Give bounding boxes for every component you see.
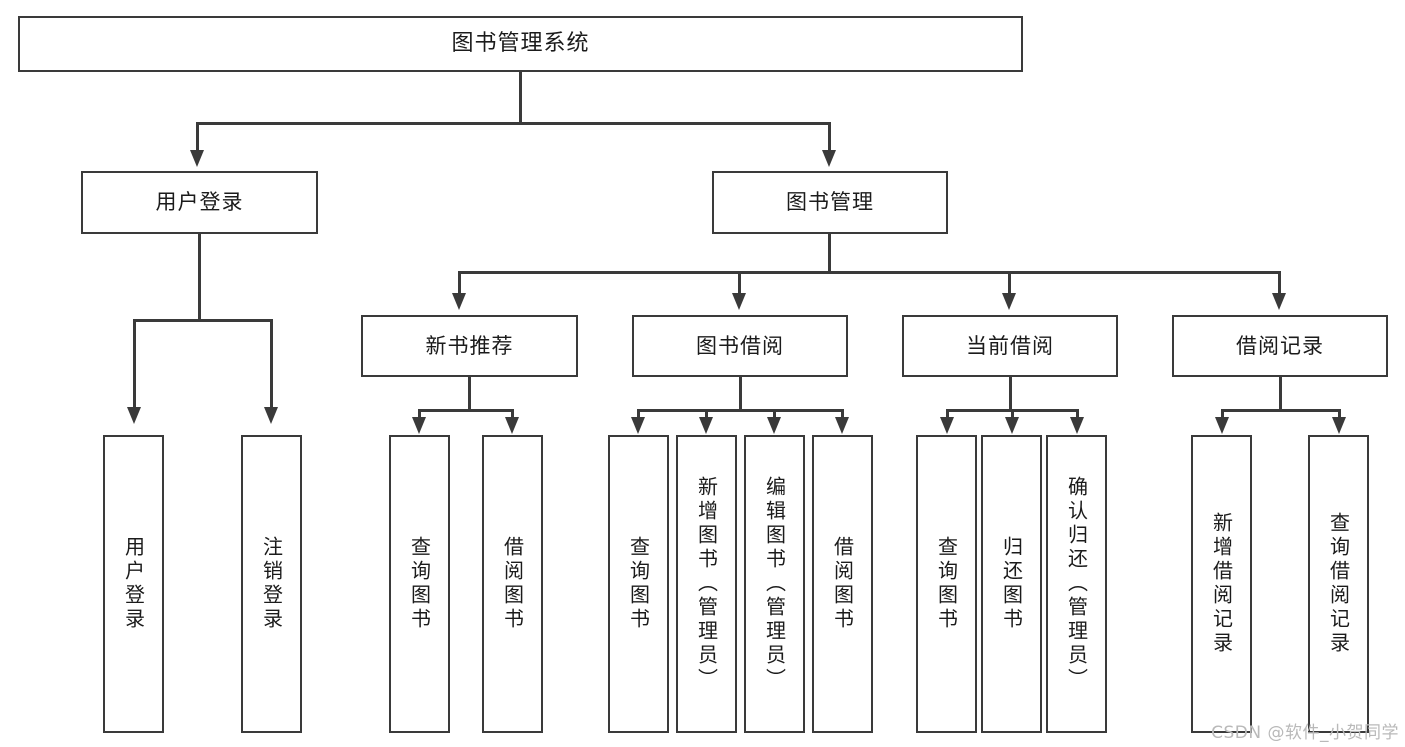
node-label: 新书推荐 [425, 333, 514, 358]
node-label: 借阅图书 [830, 536, 855, 632]
node-borrow-records[interactable]: 借阅记录 [1172, 315, 1388, 377]
node-new-book-recommend[interactable]: 新书推荐 [361, 315, 578, 377]
node-label: 确认归还（管理员） [1064, 476, 1089, 692]
connector-to-borrow-records [1278, 271, 1281, 295]
node-leaf-add-borrow-record[interactable]: 新增借阅记录 [1191, 435, 1252, 733]
node-label: 查询图书 [626, 536, 651, 632]
connector-level1-bar [196, 122, 830, 125]
arrowhead-to-borrow-records [1272, 293, 1286, 310]
connector-borrow-records-drop-1 [1221, 409, 1224, 419]
node-leaf-query-book-current[interactable]: 查询图书 [916, 435, 977, 733]
arrowhead-borrow-records-2 [1332, 417, 1346, 434]
arrowhead-book-borrow-1 [631, 417, 645, 434]
node-leaf-confirm-return-admin[interactable]: 确认归还（管理员） [1046, 435, 1107, 733]
connector-new-book-drop-2 [511, 409, 514, 419]
node-leaf-query-borrow-record[interactable]: 查询借阅记录 [1308, 435, 1369, 733]
arrowhead-to-new-book [452, 293, 466, 310]
connector-new-book-drop-1 [418, 409, 421, 419]
node-label: 用户登录 [121, 536, 146, 632]
connector-to-new-book [458, 271, 461, 295]
node-label: 查询借阅记录 [1326, 512, 1351, 656]
arrowhead-user-login-2 [264, 407, 278, 424]
connector-current-borrow-drop-1 [946, 409, 949, 419]
node-label: 图书管理 [786, 190, 874, 215]
arrowhead-current-borrow-3 [1070, 417, 1084, 434]
connector-user-login-drop-2 [270, 319, 273, 409]
node-leaf-return-book[interactable]: 归还图书 [981, 435, 1042, 733]
arrowhead-to-book-management [822, 150, 836, 167]
connector-borrow-records-stem [1279, 377, 1282, 411]
arrowhead-book-borrow-4 [835, 417, 849, 434]
arrowhead-current-borrow-1 [940, 417, 954, 434]
connector-new-book-stem [468, 377, 471, 411]
connector-current-borrow-drop-3 [1076, 409, 1079, 419]
node-leaf-query-book-borrow[interactable]: 查询图书 [608, 435, 669, 733]
node-book-management[interactable]: 图书管理 [712, 171, 948, 234]
node-leaf-edit-book-admin[interactable]: 编辑图书（管理员） [744, 435, 805, 733]
connector-user-login-stem [198, 234, 201, 321]
connector-to-current-borrow [1008, 271, 1011, 295]
node-label: 查询图书 [934, 536, 959, 632]
arrowhead-user-login-1 [127, 407, 141, 424]
node-label: 编辑图书（管理员） [762, 476, 787, 692]
node-label: 图书借阅 [696, 333, 784, 358]
node-leaf-borrow-book-recommend[interactable]: 借阅图书 [482, 435, 543, 733]
node-leaf-query-book-recommend[interactable]: 查询图书 [389, 435, 450, 733]
arrowhead-to-user-login [190, 150, 204, 167]
connector-borrow-records-drop-2 [1338, 409, 1341, 419]
connector-to-book-management [828, 122, 831, 152]
node-label: 归还图书 [999, 536, 1024, 632]
connector-book-borrow-drop-1 [637, 409, 640, 419]
connector-user-login-bar [133, 319, 272, 322]
arrowhead-to-current-borrow [1002, 293, 1016, 310]
arrowhead-borrow-records-1 [1215, 417, 1229, 434]
connector-book-borrow-drop-2 [705, 409, 708, 419]
arrowhead-to-book-borrow [732, 293, 746, 310]
node-label: 新增借阅记录 [1209, 512, 1234, 656]
arrowhead-new-book-1 [412, 417, 426, 434]
node-label: 查询图书 [407, 536, 432, 632]
node-leaf-user-login[interactable]: 用户登录 [103, 435, 164, 733]
node-label: 注销登录 [259, 536, 284, 632]
node-current-borrow[interactable]: 当前借阅 [902, 315, 1118, 377]
node-user-login[interactable]: 用户登录 [81, 171, 318, 234]
connector-borrow-records-bar [1221, 409, 1340, 412]
node-book-borrow[interactable]: 图书借阅 [632, 315, 848, 377]
connector-user-login-drop-1 [133, 319, 136, 409]
node-label: 图书管理系统 [451, 31, 590, 57]
arrowhead-book-borrow-2 [699, 417, 713, 434]
arrowhead-new-book-2 [505, 417, 519, 434]
arrowhead-current-borrow-2 [1005, 417, 1019, 434]
node-leaf-borrow-book[interactable]: 借阅图书 [812, 435, 873, 733]
connector-current-borrow-stem [1009, 377, 1012, 411]
node-leaf-logout[interactable]: 注销登录 [241, 435, 302, 733]
connector-current-borrow-drop-2 [1011, 409, 1014, 419]
node-label: 用户登录 [155, 190, 244, 215]
connector-to-book-borrow [738, 271, 741, 295]
connector-to-user-login [196, 122, 199, 152]
node-leaf-add-book-admin[interactable]: 新增图书（管理员） [676, 435, 737, 733]
connector-book-borrow-bar [637, 409, 843, 412]
node-label: 借阅记录 [1236, 333, 1324, 358]
connector-level2-bar [458, 271, 1280, 274]
connector-book-borrow-drop-4 [841, 409, 844, 419]
node-label: 当前借阅 [966, 333, 1054, 358]
node-label: 借阅图书 [500, 536, 525, 632]
node-label: 新增图书（管理员） [694, 476, 719, 692]
connector-book-borrow-stem [739, 377, 742, 411]
connector-book-management-stem [828, 234, 831, 274]
connector-root-stem [519, 72, 522, 124]
node-root-book-management-system[interactable]: 图书管理系统 [18, 16, 1023, 72]
arrowhead-book-borrow-3 [767, 417, 781, 434]
connector-book-borrow-drop-3 [773, 409, 776, 419]
connector-new-book-bar [418, 409, 514, 412]
